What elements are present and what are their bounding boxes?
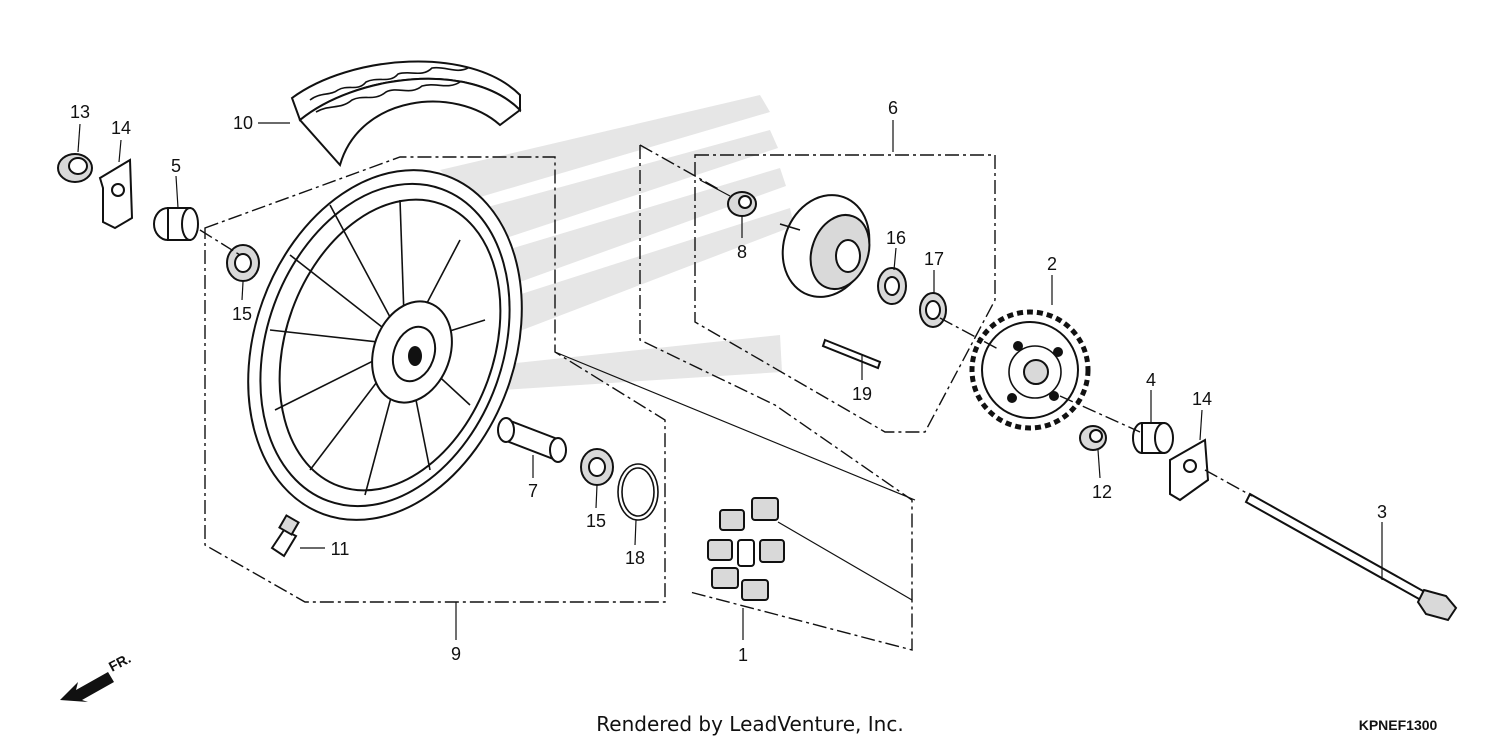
callout-6: 6	[888, 98, 898, 118]
direction-label: FR.	[106, 650, 133, 675]
bearing-left	[226, 244, 260, 282]
oil-seal	[919, 292, 947, 328]
tire-valve	[270, 514, 300, 558]
collar-right	[1132, 422, 1174, 454]
callout-15-right: 15	[586, 511, 606, 531]
assembly-axis-lines	[199, 179, 1253, 601]
front-direction-arrow-icon	[60, 672, 114, 702]
flange-bearing	[877, 267, 907, 305]
group-box-hub-flange	[694, 154, 996, 433]
callout-2: 2	[1047, 254, 1057, 274]
callout-13: 13	[70, 102, 90, 122]
callout-17: 17	[924, 249, 944, 269]
leader-lines	[77, 120, 1383, 640]
collar-left	[153, 207, 199, 241]
group-box-damper	[639, 144, 913, 651]
callout-9: 9	[451, 644, 461, 664]
callout-18: 18	[625, 548, 645, 568]
callout-14-right: 14	[1192, 389, 1212, 409]
driven-flange	[779, 194, 871, 298]
callout-7: 7	[528, 481, 538, 501]
callout-11: 11	[331, 539, 350, 559]
callout-3: 3	[1377, 502, 1387, 522]
callout-19: 19	[852, 384, 872, 404]
callout-1: 1	[738, 645, 748, 665]
o-ring	[617, 463, 659, 521]
callout-14-left: 14	[111, 118, 131, 138]
group-box-wheel-assembly	[204, 156, 666, 603]
tire	[290, 60, 522, 168]
chain-adjuster-left	[98, 158, 134, 230]
stud-bolt	[821, 338, 882, 370]
sprocket-nut	[1079, 425, 1107, 451]
callout-15-left: 15	[232, 304, 252, 324]
diagram-code: KPNEF1300	[1359, 717, 1438, 733]
callout-8: 8	[737, 242, 747, 262]
wheel-damper-rubbers	[707, 497, 785, 601]
driven-sprocket	[969, 309, 1091, 431]
footer-credit: Rendered by LeadVenture, Inc.	[596, 712, 903, 736]
hub-bolt	[727, 191, 757, 217]
bearing-right	[580, 448, 614, 486]
callout-12: 12	[1092, 482, 1112, 502]
watermark-wing-logo	[440, 95, 794, 392]
callout-5: 5	[171, 156, 181, 176]
cast-wheel	[247, 169, 523, 521]
chain-adjuster-right	[1169, 438, 1210, 502]
callout-16: 16	[886, 228, 906, 248]
callout-10: 10	[233, 113, 253, 133]
rear-axle	[1244, 492, 1458, 622]
distance-collar	[497, 417, 567, 463]
flange-nut-left	[57, 153, 93, 183]
callout-4: 4	[1146, 370, 1156, 390]
